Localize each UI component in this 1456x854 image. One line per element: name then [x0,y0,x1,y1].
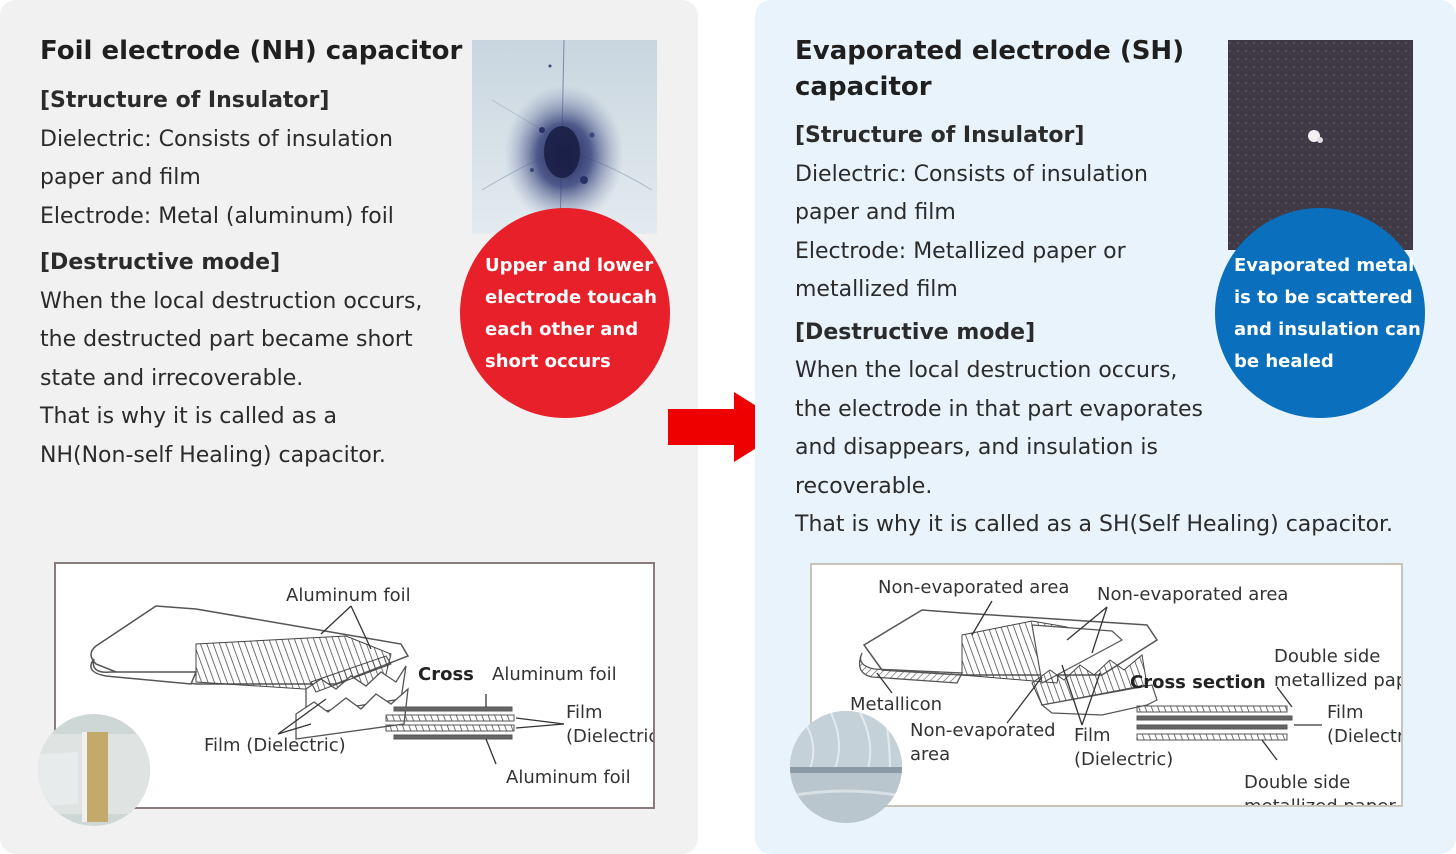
sh-mode-line: and disappears, and insulation is [795,435,1158,460]
nh-structure-line: Dielectric: Consists of insulation [40,126,393,152]
sh-label-double-side: Double side [1244,772,1351,793]
sh-label-film: Film [1327,702,1364,723]
sh-structure-heading: [Structure of Insulator] [795,123,1085,148]
sh-capacitor-photo [790,711,902,823]
sh-label-area: area [910,744,951,765]
sh-label-non-evaporated: Non-evaporated [910,720,1056,741]
sh-label-non-evaporated: Non-evaporated area [878,577,1070,598]
nh-structure-diagram: Aluminum foil Cross Aluminum foil Film (… [54,562,655,809]
nh-mode-line: That is why it is called as a [40,404,338,429]
sh-heal-bubble: Evaporated metal is to be scattered and … [1215,208,1425,418]
sh-mode-heading: [Destructive mode] [795,319,1036,345]
nh-label-aluminum-foil: Aluminum foil [286,585,411,606]
sh-label-metallized-paper: metallized paper [1244,796,1396,807]
sh-structure-line: paper and film [795,200,956,225]
sh-structure-diagram: Non-evaporated area Non-evaporated area … [810,563,1403,807]
nh-label-aluminum-foil: Aluminum foil [506,767,631,788]
sh-description: [Structure of Insulator] Dielectric: Con… [795,117,1393,545]
nh-mode-line: NH(Non-self Healing) capacitor. [40,442,386,468]
nh-breakdown-photo [472,40,657,234]
nh-capacitor-photo [38,714,150,826]
sh-title-line: capacitor [795,72,932,102]
nh-bubble-line: short occurs [485,351,611,372]
sh-bubble-line: and insulation can [1234,319,1421,340]
sh-label-non-evaporated: Non-evaporated area [1097,584,1289,605]
sh-capacitor-panel: Evaporated electrode (SH) capacitor [Str… [755,0,1456,854]
sh-label-dielectric: (Dielectric) [1074,749,1174,770]
nh-label-dielectric: (Dielectric) [566,726,653,747]
nh-short-bubble: Upper and lower electrode toucah each ot… [460,208,670,418]
sh-title-line: Evaporated electrode (SH) [795,36,1185,66]
sh-structure-line: Electrode: Metallized paper or [795,238,1126,264]
nh-mode-line: the destructed part became short [40,327,413,352]
nh-bubble-line: each other and [485,319,639,340]
nh-mode-line: state and irrecoverable. [40,365,304,391]
nh-structure-line: paper and film [40,165,201,190]
nh-structure-heading: [Structure of Insulator] [40,88,330,113]
nh-bubble-line: electrode toucah [485,287,657,308]
nh-description: [Structure of Insulator] Dielectric: Con… [40,82,422,475]
sh-bubble-line: be healed [1234,351,1334,372]
sh-label-metallicon: Metallicon [850,694,943,715]
nh-mode-line: When the local destruction occurs, [40,288,423,314]
sh-label-dielectric: (Dielectric) [1327,726,1403,747]
sh-label-cross-section: Cross section [1130,672,1266,693]
sh-mode-line: When the local destruction occurs, [795,358,1178,383]
nh-label-film-dielectric: Film (Dielectric) [204,735,346,756]
nh-label-film: Film [566,702,603,723]
sh-title: Evaporated electrode (SH) capacitor [795,33,1184,105]
nh-label-cross: Cross [418,664,474,685]
sh-structure-line: Dielectric: Consists of insulation [795,161,1148,187]
sh-label-film: Film [1074,725,1111,746]
sh-bubble-line: Evaporated metal [1234,255,1415,276]
nh-capacitor-panel: Foil electrode (NH) capacitor [Structure… [0,0,698,854]
sh-mode-line: That is why it is called as a SH(Self He… [795,512,1394,537]
sh-mode-line: the electrode in that part evaporates [795,396,1203,422]
sh-bubble-line: is to be scattered [1234,287,1413,308]
sh-label-metallized-paper: metallized paper [1274,670,1401,691]
sh-label-double-side: Double side [1274,646,1381,667]
nh-bubble-line: Upper and lower [485,255,654,276]
nh-title: Foil electrode (NH) capacitor [40,36,463,66]
nh-mode-heading: [Destructive mode] [40,250,281,275]
nh-label-aluminum-foil: Aluminum foil [492,664,617,685]
sh-mode-line: recoverable. [795,473,933,499]
sh-structure-line: metallized film [795,277,958,302]
nh-structure-line: Electrode: Metal (aluminum) foil [40,203,394,229]
